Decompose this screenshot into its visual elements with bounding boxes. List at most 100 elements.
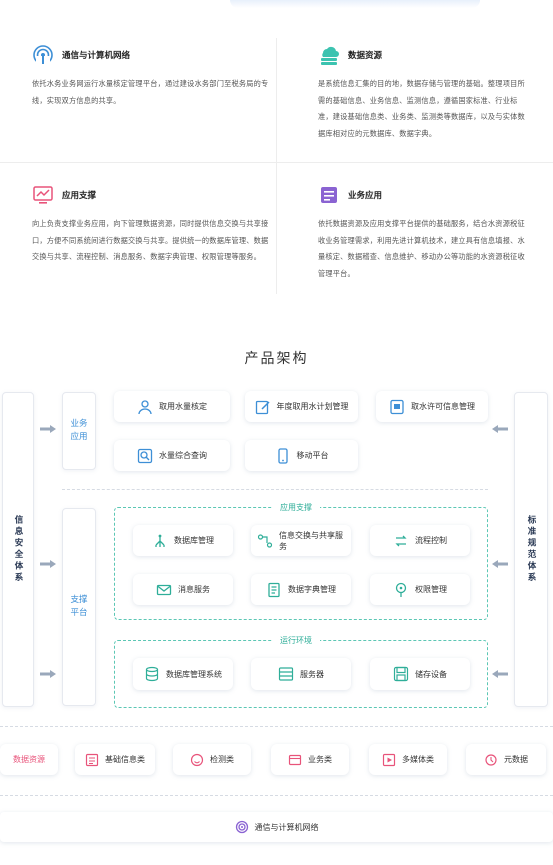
network-icon (235, 820, 248, 834)
module-dbms[interactable]: 数据库管理系统 (133, 658, 233, 690)
detect-icon (190, 753, 204, 766)
feature-title: 数据资源 (348, 51, 383, 61)
module-annual-plan[interactable]: 年度取用水计划管理 (245, 391, 358, 422)
module-info-exchange[interactable]: 信息交换与共享服务 (251, 525, 351, 556)
feature-network: 通信与计算机网络 依托水务业务网运行水量核定管理平台，通过建设水务部门至税务局的… (32, 44, 272, 109)
feature-description: 依托水务业务网运行水量核定管理平台，通过建设水务部门至税务局的专线，实现双方信息… (32, 79, 269, 105)
data-metadata[interactable]: 元数据 (466, 744, 546, 775)
module-message-service[interactable]: 消息服务 (133, 574, 233, 605)
security-system-label: 信息安全体系 (13, 515, 23, 584)
layer-separator (62, 489, 488, 490)
storage-icon (393, 666, 409, 682)
business-layer-label: 业务应用 (62, 392, 96, 470)
dictionary-icon (268, 582, 280, 597)
flow-icon (395, 535, 407, 546)
security-system-column: 信息安全体系 (2, 392, 34, 707)
module-label: 消息服务 (178, 585, 210, 594)
license-icon (390, 399, 404, 414)
server-icon (278, 667, 294, 681)
module-water-volume-check[interactable]: 取用水量核定 (114, 391, 230, 422)
runtime-title: 运行环境 (272, 635, 320, 646)
database-cloud-icon (321, 46, 339, 65)
business-icon (288, 754, 302, 765)
module-label: 取水许可信息管理 (411, 402, 475, 411)
arrow-left-icon (492, 670, 508, 678)
network-bar[interactable]: 通信与计算机网络 (0, 812, 553, 842)
module-flow-control[interactable]: 流程控制 (370, 525, 470, 556)
module-volume-query[interactable]: 水量综合查询 (114, 440, 230, 471)
module-label: 权限管理 (415, 585, 447, 594)
feature-description: 向上负责支撑业务应用，向下管理数据资源，同时提供信息交换与共享接口，方便不同系统… (32, 219, 269, 261)
database-icon (145, 666, 159, 682)
module-data-dictionary[interactable]: 数据字典管理 (251, 574, 351, 605)
data-multimedia[interactable]: 多媒体类 (369, 744, 447, 775)
module-label: 储存设备 (415, 669, 447, 679)
data-card-label: 基础信息类 (105, 755, 145, 764)
data-resources-label: 数据资源 (0, 744, 58, 775)
document-app-icon (321, 187, 337, 203)
support-layer-label: 支撑平台 (62, 508, 96, 706)
section-title: 产品架构 (244, 351, 309, 367)
arrow-left-icon (492, 425, 508, 433)
module-label: 数据字典管理 (288, 585, 336, 594)
module-label: 移动平台 (296, 451, 329, 460)
module-permission-management[interactable]: 权限管理 (370, 574, 470, 605)
module-permit-management[interactable]: 取水许可信息管理 (376, 391, 488, 422)
data-resources-title: 数据资源 (13, 755, 45, 764)
top-glow-decoration (230, 0, 480, 8)
edit-icon (255, 400, 270, 414)
search-icon (137, 448, 153, 463)
module-server[interactable]: 服务器 (251, 658, 351, 690)
person-badge-icon (138, 399, 152, 414)
module-label: 数据库管理 (174, 536, 214, 545)
standards-system-column: 标准规范体系 (514, 392, 548, 707)
tree-icon (155, 534, 165, 547)
data-card-label: 业务类 (308, 755, 332, 764)
feature-description: 是系统信息汇集的目的地，数据存储与管理的基础。整理项目所需的基础信息、业务信息、… (318, 79, 525, 138)
module-label: 水量综合查询 (159, 451, 207, 460)
media-icon (382, 753, 396, 766)
exchange-icon (257, 533, 273, 548)
divider (276, 38, 277, 294)
module-label: 服务器 (300, 669, 324, 679)
module-mobile-platform[interactable]: 移动平台 (245, 440, 358, 471)
arrow-right-icon (40, 560, 56, 568)
arrow-right-icon (40, 425, 56, 433)
network-label: 通信与计算机网络 (254, 822, 319, 832)
layer-separator (0, 726, 553, 727)
feature-title: 通信与计算机网络 (62, 51, 131, 61)
data-card-label: 元数据 (504, 755, 528, 764)
app-support-title: 应用支撑 (272, 502, 320, 513)
data-detection[interactable]: 检测类 (173, 744, 251, 775)
chart-monitor-icon (33, 186, 53, 204)
feature-business-app: 业务应用 依托数据资源及应用支撑平台提供的基础服务，结合水资源税征收业务管理需求… (318, 184, 530, 282)
module-storage[interactable]: 储存设备 (370, 658, 470, 690)
arrow-left-icon (492, 560, 508, 568)
feature-title: 应用支撑 (62, 191, 97, 201)
layer-separator (0, 795, 553, 796)
module-label: 取用水量核定 (159, 402, 207, 411)
feature-app-support: 应用支撑 向上负责支撑业务应用，向下管理数据资源，同时提供信息交换与共享接口，方… (32, 184, 272, 266)
data-card-label: 多媒体类 (402, 755, 434, 764)
module-label: 年度取用水计划管理 (276, 402, 349, 411)
module-label: 流程控制 (415, 536, 447, 545)
divider (0, 162, 553, 163)
module-database-management[interactable]: 数据库管理 (133, 525, 233, 556)
message-icon (156, 584, 172, 595)
feature-title: 业务应用 (348, 191, 383, 201)
module-label: 信息交换与共享服务 (279, 530, 343, 551)
mobile-icon (277, 447, 288, 464)
feature-description: 依托数据资源及应用支撑平台提供的基础服务，结合水资源税征收业务管理需求，利用先进… (318, 219, 525, 278)
metadata-icon (485, 753, 497, 766)
support-label: 支撑平台 (70, 595, 88, 618)
data-card-label: 检测类 (210, 755, 234, 764)
business-label: 业务应用 (70, 419, 88, 442)
list-icon (85, 753, 99, 766)
data-basic-info[interactable]: 基础信息类 (75, 744, 155, 775)
permission-icon (395, 582, 407, 597)
module-label: 数据库管理系统 (166, 669, 222, 679)
data-business[interactable]: 业务类 (271, 744, 349, 775)
arrow-right-icon (40, 670, 56, 678)
network-signal-icon (33, 45, 53, 66)
features-grid: 通信与计算机网络 依托水务业务网运行水量核定管理平台，通过建设水务部门至税务局的… (0, 32, 553, 294)
